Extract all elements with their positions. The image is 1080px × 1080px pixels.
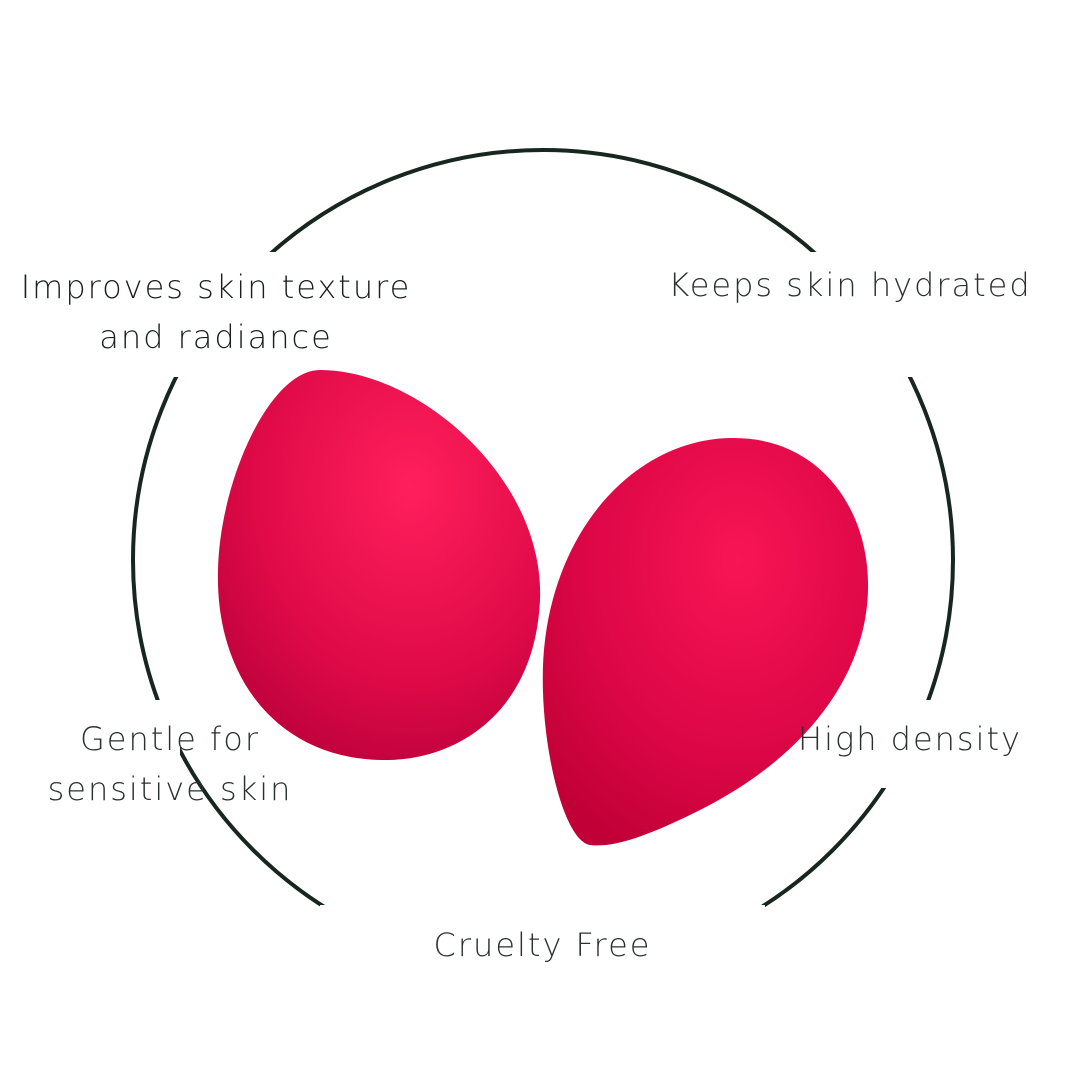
ring-gap	[640, 252, 1080, 377]
ring-gap	[320, 905, 765, 1005]
label-gentle: Gentle for sensitive skin	[30, 714, 310, 814]
label-line: and radiance	[99, 318, 333, 356]
sponge-right	[542, 437, 869, 846]
label-line: Gentle for	[79, 720, 261, 758]
label-hydrated: Keeps skin hydrated	[668, 266, 1032, 304]
ring-gap	[880, 700, 970, 788]
label-line: Improves skin texture	[20, 268, 412, 306]
label-skin-texture: Improves skin texture and radiance	[0, 262, 432, 362]
label-line: sensitive skin	[47, 770, 293, 808]
ring-gap	[120, 700, 180, 770]
label-cruelty-free: Cruelty Free	[433, 926, 652, 964]
ring-gap	[0, 252, 440, 377]
label-high-density: High density	[798, 720, 1022, 758]
sponge-left	[217, 370, 541, 760]
